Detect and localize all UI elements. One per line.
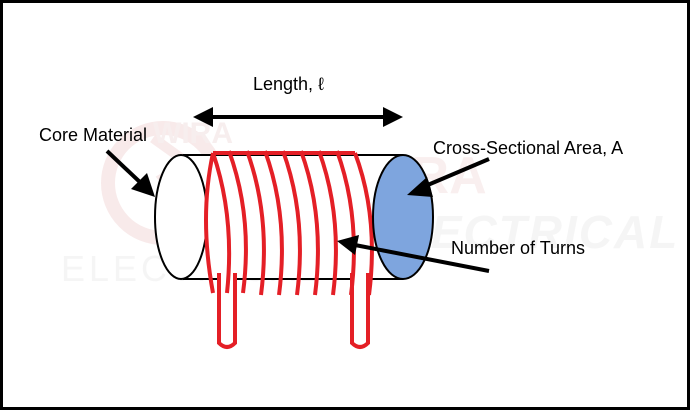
core-left-end [154, 154, 208, 280]
svg-text:WIRA: WIRA [153, 117, 233, 150]
number-of-turns-label: Number of Turns [451, 238, 586, 258]
core-material-label: Core Material [39, 125, 148, 145]
cross-section-arrow [407, 157, 490, 197]
cross-sectional-area-label: Cross-Sectional Area, A [433, 138, 624, 158]
length-arrow [193, 107, 403, 127]
inductor-diagram: WIRA ELECTRICAL WIRA ELECTRICAL [61, 107, 677, 349]
coil-leads [217, 273, 370, 349]
coil-windings [204, 150, 374, 296]
core-material-arrow [105, 149, 155, 197]
length-label: Length, ℓ [253, 74, 324, 94]
turns-arrow [337, 235, 490, 273]
